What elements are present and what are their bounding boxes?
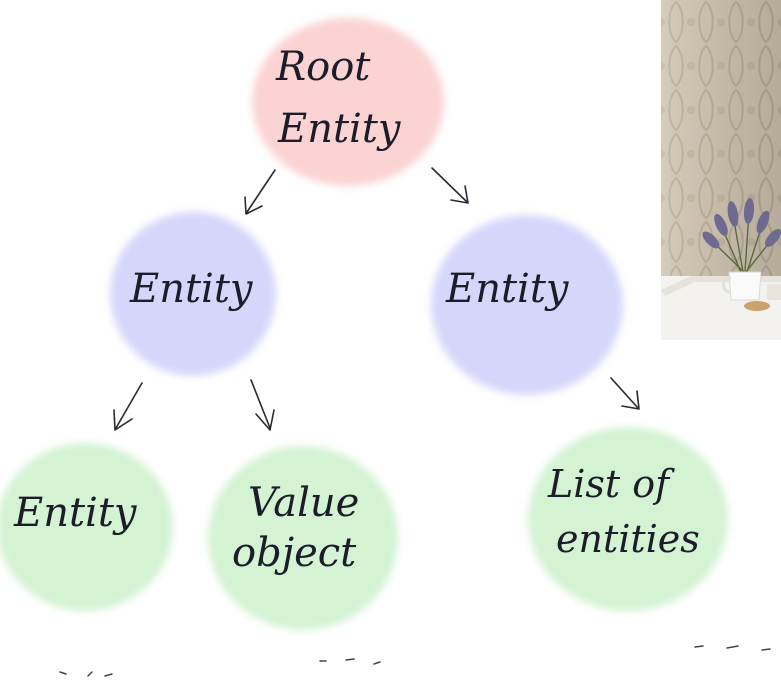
node-right-entity[interactable]: Entity: [431, 215, 623, 395]
value-object-label-line1: Value: [248, 480, 359, 526]
node-root-entity[interactable]: Root Entity: [252, 18, 444, 186]
value-object-label-line2: object: [232, 530, 357, 576]
list-of-entities-label-line2: entities: [556, 517, 700, 561]
list-of-entities-label-line1: List of: [547, 462, 675, 506]
node-value-object[interactable]: Value object: [208, 446, 398, 630]
root-entity-circle: [252, 18, 444, 186]
node-list-of-entities[interactable]: List of entities: [528, 427, 728, 611]
right-entity-label: Entity: [445, 266, 570, 312]
arrow-left-entity-to-leaf-entity: [113, 382, 143, 431]
left-entity-label: Entity: [129, 266, 254, 312]
left-entity-circle: [110, 212, 276, 376]
arrow-left-entity-to-value-object: [250, 379, 275, 431]
leaf-entity-label: Entity: [13, 490, 138, 536]
node-left-entity[interactable]: Entity: [110, 212, 276, 376]
node-leaf-entity[interactable]: Entity: [0, 443, 173, 611]
stray-pen-marks: [59, 645, 771, 677]
right-entity-circle: [431, 215, 623, 395]
arrow-root-to-right-entity: [431, 167, 469, 204]
lavender-photo-image: [661, 0, 781, 340]
leaf-entity-circle: [0, 443, 173, 611]
arrow-right-entity-to-list-of-entities: [610, 377, 640, 410]
photo-inset: [661, 0, 781, 340]
value-object-circle: [208, 446, 398, 630]
arrow-root-to-left-entity: [244, 169, 276, 215]
root-entity-label-line2: Entity: [277, 106, 402, 152]
list-of-entities-circle: [528, 427, 728, 611]
root-entity-label-line1: Root: [275, 44, 371, 90]
